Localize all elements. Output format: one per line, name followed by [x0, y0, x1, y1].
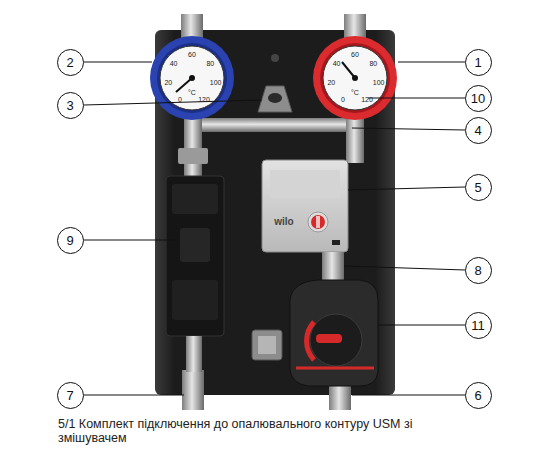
callout-circle: 7 [57, 382, 84, 409]
dial-unit: °C [351, 89, 359, 96]
callout-circle: 2 [57, 49, 84, 76]
dial-scale-number: 20 [327, 79, 335, 86]
callout-circle: 4 [465, 117, 492, 144]
callout-number: 1 [474, 56, 481, 69]
callout-number: 3 [66, 99, 73, 112]
dial-scale-number: 120 [198, 95, 210, 102]
callout-number: 6 [474, 389, 481, 402]
brand-label: wilo [274, 217, 293, 227]
callout-circle: 3 [57, 92, 84, 119]
callout-number: 9 [66, 234, 73, 247]
callout-circle: 5 [465, 174, 492, 201]
dial-scale-number: 100 [373, 79, 385, 86]
dial-scale-number: 80 [369, 59, 377, 66]
callout-number: 7 [66, 389, 73, 402]
dial-scale-number: 80 [206, 59, 214, 66]
dial-scale-number: 20 [164, 79, 172, 86]
dial-unit: °C [188, 89, 196, 96]
callout-number: 2 [66, 56, 73, 69]
callout-circle: 8 [465, 257, 492, 284]
dial-scale-number: 40 [333, 59, 341, 66]
callout-circle: 1 [465, 49, 492, 76]
callout-number: 5 [474, 181, 481, 194]
callout-circle: 6 [465, 382, 492, 409]
figure-caption: 5/1 Комплект підключення до опалювальног… [58, 417, 458, 445]
dial-scale-number: 0 [341, 95, 345, 102]
callout-number: 10 [471, 92, 485, 105]
dial-scale-number: 100 [210, 79, 222, 86]
callout-circle: 9 [57, 227, 84, 254]
callout-number: 4 [474, 124, 481, 137]
callout-circle: 11 [465, 312, 492, 339]
dial-scale-number: 60 [351, 51, 359, 58]
dial-scale-number: 40 [170, 59, 178, 66]
callout-circle: 10 [465, 85, 492, 112]
callout-number: 8 [474, 264, 481, 277]
dial-scale-number: 120 [361, 95, 373, 102]
dial-scale-number: 60 [188, 51, 196, 58]
dial-scale-number: 0 [178, 95, 182, 102]
callout-number: 11 [471, 319, 485, 332]
